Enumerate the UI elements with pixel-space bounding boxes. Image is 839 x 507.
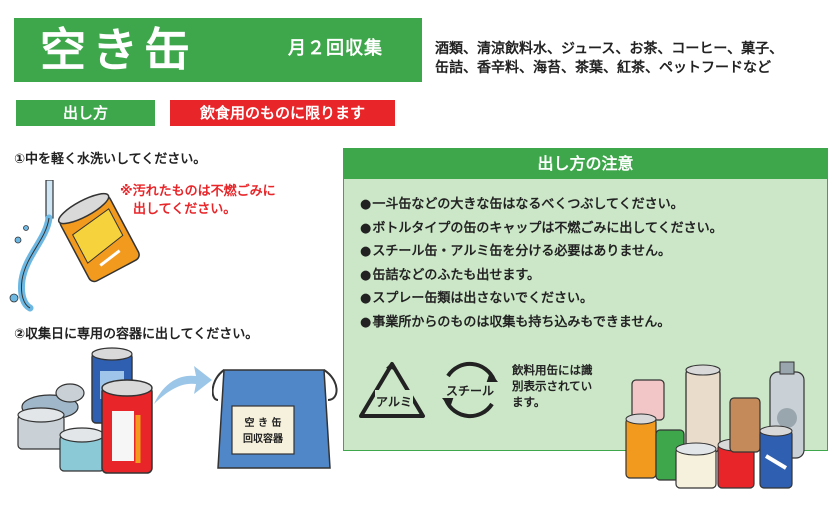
note-item: 一斗缶などの大きな缶はなるべくつぶしてください。 — [360, 193, 723, 217]
various-cans-illustration — [625, 361, 805, 489]
item-examples: 酒類、清涼飲料水、ジュース、お茶、コーヒー、菓子、 缶詰、香辛料、海苔、茶葉、紅… — [435, 40, 839, 78]
collection-frequency: 月２回収集 — [288, 38, 383, 59]
item-examples-line: 缶詰、香辛料、海苔、茶葉、紅茶、ペットフードなど — [435, 60, 771, 76]
id-note-line: ます。 — [512, 395, 546, 409]
aluminum-mark-label: アルミ — [376, 395, 412, 409]
collection-container-illustration: 空 き 缶 回収容器 — [212, 369, 338, 469]
id-note-line: 別表示されてい — [512, 379, 593, 393]
dirty-can-warning: ※汚れたものは不燃ごみに 出してください。 — [120, 183, 330, 219]
note-item: 缶詰などのふたも出せます。 — [360, 264, 723, 288]
disposal-notes-list: 一斗缶などの大きな缶はなるべくつぶしてください。 ボトルタイプの缶のキャップは不… — [360, 193, 723, 335]
aluminum-recycle-mark-icon: アルミ — [359, 362, 425, 418]
steel-mark-label: スチール — [446, 384, 494, 398]
page-title: 空き缶 — [40, 23, 196, 77]
note-item: 事業所からのものは収集も持ち込みもできません。 — [360, 311, 723, 335]
warning-line: 出してください。 — [120, 202, 237, 217]
container-label-line: 空 き 缶 — [245, 416, 282, 429]
empty-cans-illustration — [17, 347, 153, 474]
disposal-method-tag: 出し方 — [16, 100, 155, 126]
note-item: スプレー缶類は出さないでください。 — [360, 287, 723, 311]
item-examples-line: 酒類、清涼飲料水、ジュース、お茶、コーヒー、菓子、 — [435, 41, 784, 57]
id-note-line: 飲料用缶には識 — [512, 363, 593, 377]
container-label-line: 回収容器 — [243, 432, 284, 445]
note-item: スチール缶・アルミ缶を分ける必要はありません。 — [360, 240, 723, 264]
identification-mark-note: 飲料用缶には識 別表示されてい ます。 — [512, 362, 617, 410]
note-item: ボトルタイプの缶のキャップは不燃ごみに出してください。 — [360, 217, 722, 241]
arrow-right-icon — [154, 366, 212, 404]
disposal-notes-title: 出し方の注意 — [343, 148, 828, 179]
rinsing-can-illustration — [9, 180, 140, 312]
step-2-text: ②収集日に専用の容器に出してください。 — [14, 327, 259, 342]
warning-line: ※汚れたものは不燃ごみに — [120, 184, 276, 199]
food-only-tag: 飲食用のものに限ります — [170, 100, 395, 126]
header-band — [14, 18, 422, 82]
step-1-text: ①中を軽く水洗いしてください。 — [14, 152, 207, 167]
steel-recycle-mark-icon: スチール — [442, 361, 498, 419]
